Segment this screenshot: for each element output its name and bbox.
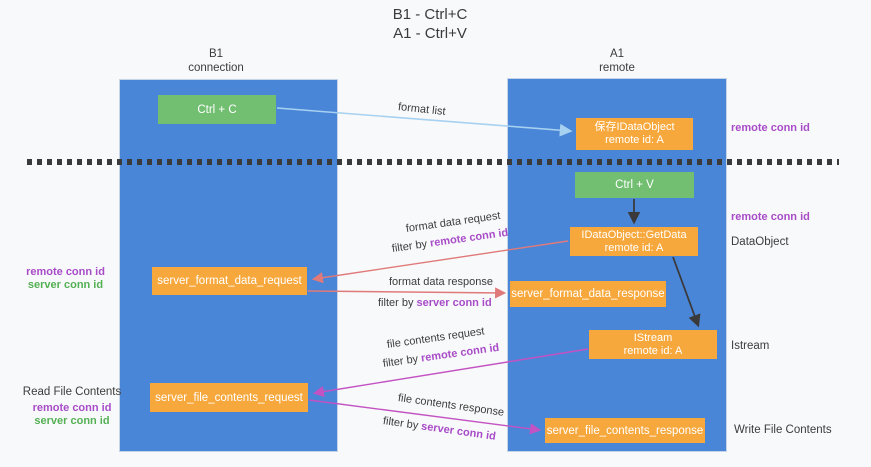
server-format-data-request-label: server_format_data_request <box>157 275 302 287</box>
save-dataobject-box: 保存IDataObject remote id: A <box>576 118 693 150</box>
getdata-line2: remote id: A <box>604 241 664 254</box>
title-line-1: B1 - Ctrl+C <box>392 6 468 23</box>
save-dataobject-line1: 保存IDataObject <box>594 121 675 133</box>
save-dataobject-line2: remote id: A <box>605 134 664 146</box>
title-line-2: A1 - Ctrl+V <box>393 25 467 42</box>
lane-b1-role: connection <box>188 62 244 74</box>
getdata-line1: IDataObject::GetData <box>581 228 687 241</box>
ctrl-c-label: Ctrl + C <box>197 103 237 116</box>
phase-separator-dashed-line <box>27 159 839 165</box>
annotation-dataobject: DataObject <box>731 236 789 248</box>
server-file-contents-request-box: server_file_contents_request <box>150 383 308 412</box>
server-conn-id-text: server conn id <box>420 420 497 443</box>
server-format-data-response-box: server_format_data_response <box>510 281 666 307</box>
istream-line1: IStream <box>633 331 673 344</box>
annotation-left-format-server: server conn id <box>27 279 104 291</box>
label-filter-by-server-conn-id-file: filter by server conn id <box>382 415 496 444</box>
annotation-read-file-contents: Read File Contents <box>22 386 122 398</box>
server-file-contents-request-label: server_file_contents_request <box>155 391 303 404</box>
lane-header-b1: B1 connection <box>156 47 276 75</box>
server-file-contents-response-box: server_file_contents_response <box>545 418 705 443</box>
annotation-istream: Istream <box>731 340 770 352</box>
ctrl-v-box: Ctrl + V <box>575 172 694 198</box>
annotation-remote-conn-id-top: remote conn id <box>731 122 810 134</box>
filter-by-text: filter by <box>378 297 417 309</box>
filter-by-text: filter by <box>382 352 422 370</box>
lane-header-a1: A1 remote <box>557 47 677 75</box>
annotation-left-format-remote: remote conn id <box>26 266 105 278</box>
annotation-remote-conn-id-mid: remote conn id <box>731 211 810 223</box>
idataobject-getdata-box: IDataObject::GetData remote id: A <box>570 227 698 256</box>
annotation-left-file-server: server conn id <box>34 415 110 427</box>
lane-a1-name: A1 <box>609 48 625 60</box>
label-file-contents-response: file contents response <box>397 392 505 419</box>
annotation-group-format-left: remote conn id server conn id <box>18 266 113 292</box>
server-conn-id-text: server conn id <box>416 297 492 309</box>
server-format-data-response-label: server_format_data_response <box>511 288 665 300</box>
filter-by-text: filter by <box>391 237 431 255</box>
ctrl-v-label: Ctrl + V <box>615 179 654 191</box>
ctrl-c-box: Ctrl + C <box>158 95 276 124</box>
label-filter-by-server-conn-id-format: filter by server conn id <box>378 297 492 310</box>
annotation-left-file-remote: remote conn id <box>32 402 112 414</box>
annotation-group-file-left: Read File Contents remote conn id server… <box>18 386 126 428</box>
lane-b1-name: B1 <box>208 48 224 60</box>
label-format-list: format list <box>397 101 447 118</box>
diagram-title: B1 - Ctrl+C A1 - Ctrl+V <box>330 5 530 43</box>
label-format-data-response: format data response <box>389 276 493 288</box>
server-format-data-request-box: server_format_data_request <box>152 267 307 295</box>
istream-line2: remote id: A <box>623 344 683 357</box>
filter-by-text: filter by <box>382 415 423 433</box>
server-file-contents-response-label: server_file_contents_response <box>546 424 704 437</box>
annotation-write-file-contents: Write File Contents <box>734 424 832 436</box>
lane-a1-role: remote <box>599 62 635 74</box>
istream-box: IStream remote id: A <box>589 330 717 359</box>
